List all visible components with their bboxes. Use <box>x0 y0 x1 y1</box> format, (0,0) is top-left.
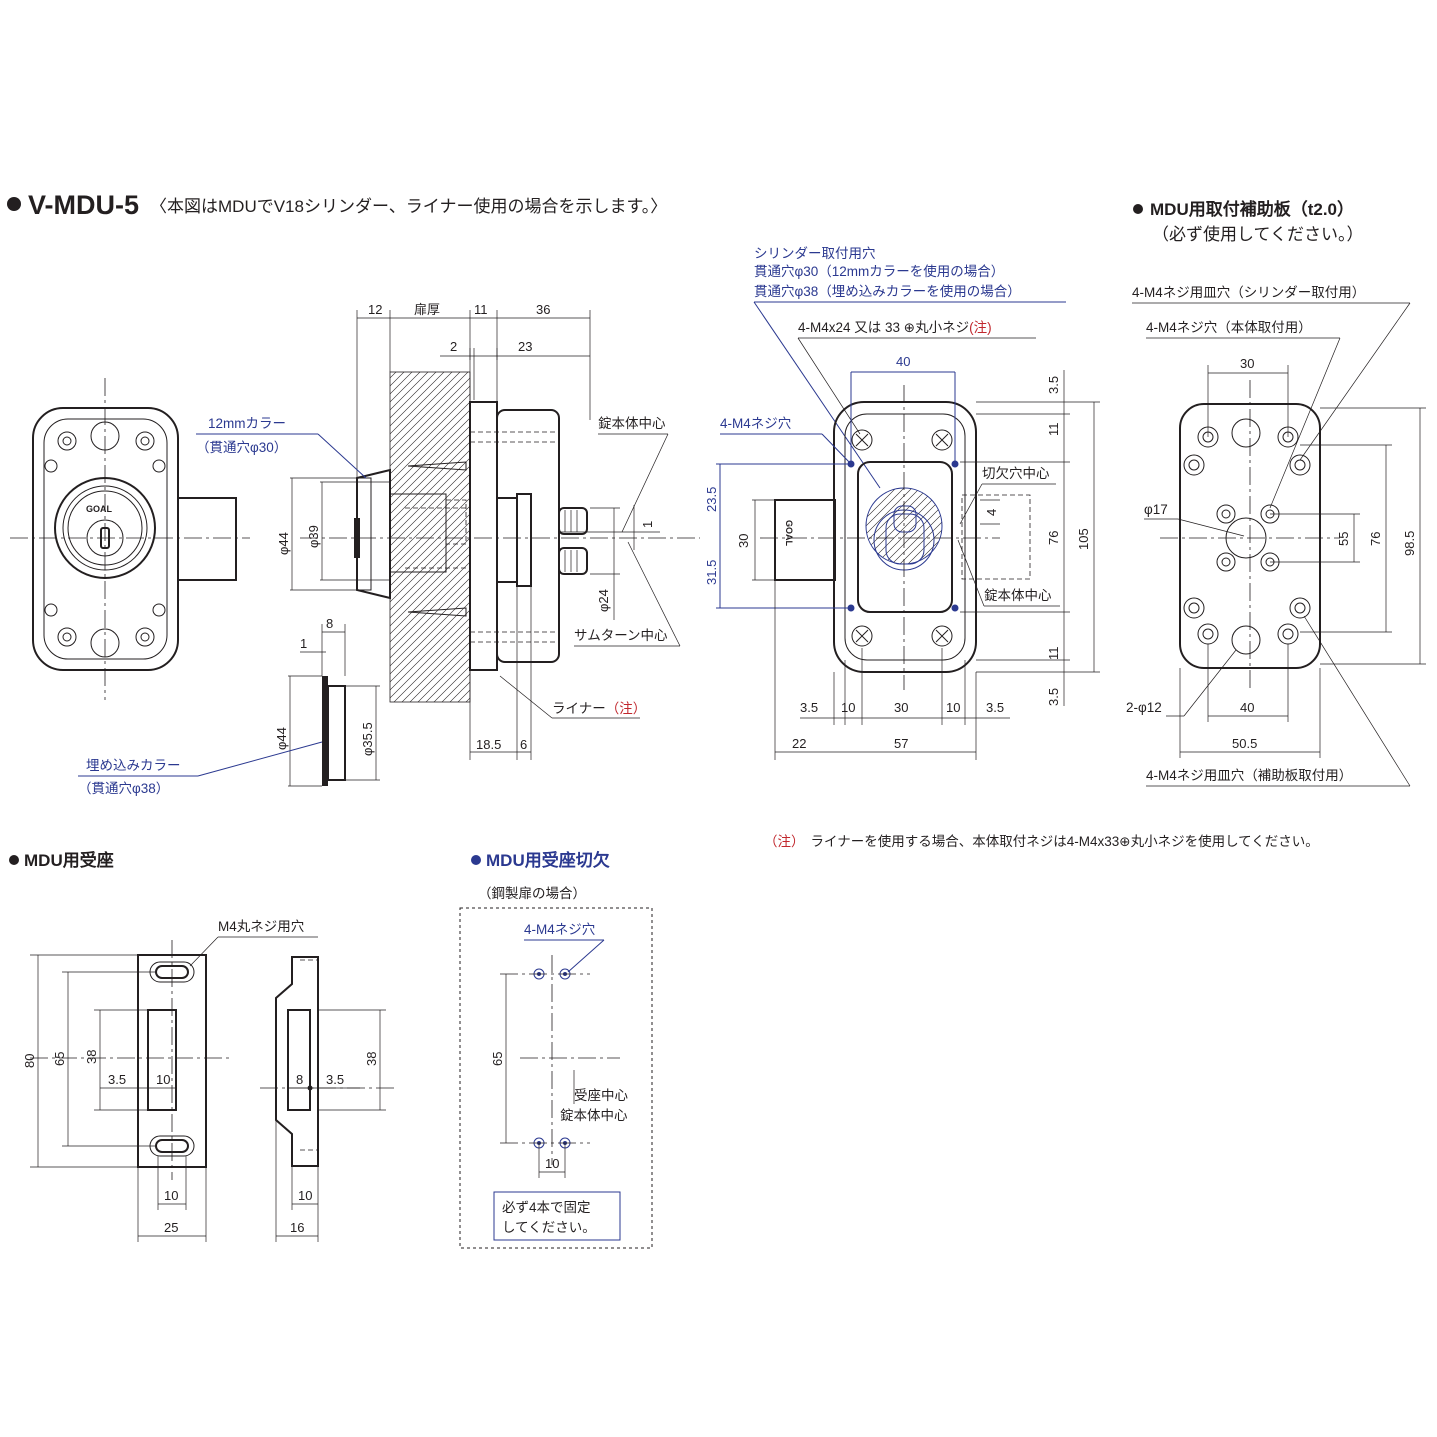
cutout-title: MDU用受座切欠 <box>486 850 610 870</box>
collar-12mm-label: 12mmカラー <box>208 416 286 431</box>
cyl-dim-57: 57 <box>894 736 908 751</box>
strike-dim-65: 65 <box>52 1052 67 1066</box>
side-view: 12 扉厚 11 36 2 23 <box>196 302 700 760</box>
collar-12mm-hole: （貫通穴φ30） <box>196 440 287 455</box>
dim-1: 1 <box>640 521 655 528</box>
cyl-dim-3-5-top: 3.5 <box>1046 376 1061 394</box>
plate-dim-55: 55 <box>1336 532 1351 546</box>
cutout-strike-center: 受座中心 <box>574 1088 628 1103</box>
strike-dim-10-bottom: 10 <box>164 1188 178 1203</box>
dim-18-5: 18.5 <box>476 737 501 752</box>
strike-dim-38-right: 38 <box>364 1052 379 1066</box>
liner-label: ライナー（注） <box>552 701 646 716</box>
cyl-dim-40: 40 <box>896 354 910 369</box>
strike-dim-38-left: 38 <box>84 1050 99 1064</box>
plate-counter-cyl-label: 4-M4ネジ用皿穴（シリンダー取付用） <box>1132 285 1365 300</box>
strike-view: MDU用受座 M4丸ネジ用穴 80 65 38 3.5 10 10 <box>9 850 396 1242</box>
cyl-dim-10-left: 10 <box>841 700 855 715</box>
strike-dim-3-5-right: 3.5 <box>326 1072 344 1087</box>
dim-6: 6 <box>520 737 527 752</box>
footnote: （注）ライナーを使用する場合、本体取付ネジは4-M4x33⊕丸小ネジを使用してく… <box>764 833 1319 849</box>
cyl-screw-label: 4-M4x24 又は 33 ⊕丸小ネジ(注) <box>798 320 992 335</box>
cutout-subtitle: （鋼製扉の場合） <box>478 886 586 901</box>
strike-dim-16: 16 <box>290 1220 304 1235</box>
page-subtitle: 〈本図はMDUでV18シリンダー、ライナー使用の場合を示します。〉 <box>150 196 667 216</box>
cyl-dim-31-5: 31.5 <box>704 560 719 585</box>
strike-dim-3-5-left: 3.5 <box>108 1072 126 1087</box>
cyl-m4-hole-label: 4-M4ネジ穴 <box>720 416 791 431</box>
mounting-plate-view: MDU用取付補助板（t2.0） （必ず使用してください。） 4-M4ネジ用皿穴（… <box>1126 199 1426 787</box>
cutout-screw-label: 4-M4ネジ穴 <box>524 922 595 937</box>
cyl-dim-30: 30 <box>894 700 908 715</box>
dim-23: 23 <box>518 339 532 354</box>
cyl-dim-11-top: 11 <box>1046 423 1061 437</box>
cyl-dim-3-5-bottom: 3.5 <box>1046 688 1061 706</box>
embed-dim-phi44: φ44 <box>274 727 289 750</box>
cutout-dim-65: 65 <box>490 1052 505 1066</box>
embed-collar-hole: （貫通穴φ38） <box>78 781 169 796</box>
embed-dim-phi35-5: φ35.5 <box>360 722 375 756</box>
dim-phi39: φ39 <box>306 525 321 548</box>
side-lock-center-label: 錠本体中心 <box>598 416 666 431</box>
plate-subtitle: （必ず使用してください。） <box>1152 224 1363 244</box>
cyl-dim-4: 4 <box>984 509 999 516</box>
plate-counter-plate-label: 4-M4ネジ用皿穴（補助板取付用） <box>1146 768 1352 783</box>
plate-dim-76: 76 <box>1368 532 1383 546</box>
cyl-dim-30-vert: 30 <box>736 534 751 548</box>
notch-center-label: 切欠穴中心 <box>982 466 1050 481</box>
plate-dim-30: 30 <box>1240 356 1254 371</box>
title-bullet <box>7 197 21 211</box>
plate-phi17-label: φ17 <box>1144 502 1168 517</box>
front-view: GOAL <box>10 378 250 700</box>
strike-screw-label: M4丸ネジ用穴 <box>218 919 304 934</box>
dim-phi24: φ24 <box>596 589 611 612</box>
plate-2phi12-label: 2-φ12 <box>1126 700 1162 715</box>
cutout-dim-10: 10 <box>545 1156 559 1171</box>
strike-title: MDU用受座 <box>24 850 114 870</box>
strike-dim-80: 80 <box>22 1054 37 1068</box>
plate-dim-98-5: 98.5 <box>1402 531 1417 556</box>
thumbturn-center-label: サムターン中心 <box>574 628 668 643</box>
cutout-warning-line1: 必ず4本で固定 <box>502 1200 591 1215</box>
dim-11: 11 <box>474 302 488 317</box>
cyl-dim-105: 105 <box>1076 528 1091 550</box>
embed-collar-label: 埋め込みカラー <box>86 758 181 773</box>
cyl-dim-3-5-left: 3.5 <box>800 700 818 715</box>
cyl-dim-22: 22 <box>792 736 806 751</box>
dim-door-thickness: 扉厚 <box>414 302 440 317</box>
cyl-dim-23-5: 23.5 <box>704 487 719 512</box>
strike-dim-10-side: 10 <box>298 1188 312 1203</box>
strike-dim-10-center: 10 <box>156 1072 170 1087</box>
plate-title: MDU用取付補助板（t2.0） <box>1150 199 1354 219</box>
plate-dim-50-5: 50.5 <box>1232 736 1257 751</box>
cutout-warning-line2: してください。 <box>502 1220 596 1235</box>
dim-36: 36 <box>536 302 550 317</box>
cyl-hole-30: 貫通穴φ30（12mmカラーを使用の場合） <box>754 263 1004 279</box>
plate-screw-body-label: 4-M4ネジ穴（本体取付用） <box>1146 320 1312 335</box>
dim-12: 12 <box>368 302 382 317</box>
cyl-lock-center-label: 錠本体中心 <box>984 588 1052 603</box>
cylinder-mount-view: シリンダー取付用穴 貫通穴φ30（12mmカラーを使用の場合） 貫通穴φ38（埋… <box>704 246 1100 760</box>
cyl-hole-title: シリンダー取付用穴 <box>754 246 876 261</box>
cyl-hole-38: 貫通穴φ38（埋め込みカラーを使用の場合） <box>754 283 1021 299</box>
embed-collar-view: 8 1 φ44 φ35.5 埋め込みカラー （貫通穴φ38） <box>78 616 380 796</box>
strike-cutout-view: MDU用受座切欠 （鋼製扉の場合） 4-M4ネジ穴 65 10 受座中心 錠本体… <box>459 850 653 1249</box>
plate-dim-40: 40 <box>1240 700 1254 715</box>
cyl-dim-11-bottom: 11 <box>1046 647 1061 661</box>
cyl-logo: GOAL <box>784 520 794 547</box>
front-logo: GOAL <box>86 504 113 514</box>
strike-dim-25: 25 <box>164 1220 178 1235</box>
page-title: V-MDU-5 <box>28 190 139 220</box>
cyl-dim-10-right: 10 <box>946 700 960 715</box>
embed-dim-8: 8 <box>326 616 333 631</box>
cyl-dim-3-5-right: 3.5 <box>986 700 1004 715</box>
cyl-dim-76: 76 <box>1046 531 1061 545</box>
dim-2: 2 <box>450 339 457 354</box>
strike-dim-8: 8 <box>296 1072 303 1087</box>
dim-phi44: φ44 <box>276 532 291 555</box>
cutout-lock-center: 錠本体中心 <box>560 1108 628 1123</box>
embed-dim-1: 1 <box>300 636 307 651</box>
